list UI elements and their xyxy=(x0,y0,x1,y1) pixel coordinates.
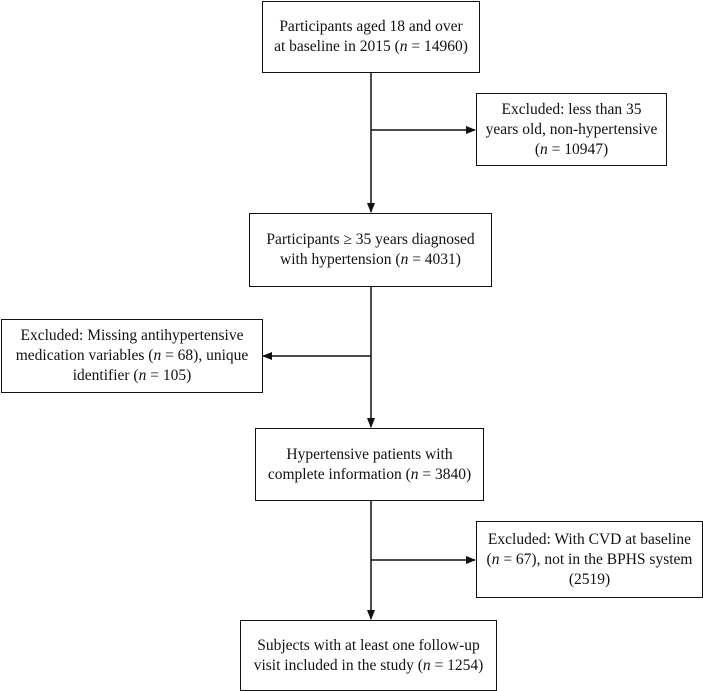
box-excluded-2: Excluded: Missing antihypertensive medica… xyxy=(1,319,263,393)
box-excluded-3: Excluded: With CVD at baseline (n = 67), … xyxy=(476,521,703,598)
box-complete-info-line: complete information (n = 3840) xyxy=(267,465,472,483)
box-excluded-1-line: Excluded: less than 35 xyxy=(501,100,642,118)
box-complete-info: Hypertensive patients with complete infor… xyxy=(255,428,484,501)
box-complete-info-line: Hypertensive patients with xyxy=(286,445,453,463)
box-final-line: visit included in the study (n = 1254) xyxy=(253,656,484,674)
box-excluded-1-line: years old, non-hypertensive xyxy=(485,120,658,138)
box-hypertension-line: with hypertension (n = 4031) xyxy=(280,251,461,268)
box-excluded-3-line: (2519) xyxy=(568,570,611,588)
box-hypertension: Participants ≥ 35 years diagnosed with hy… xyxy=(249,213,492,287)
box-excluded-3-line: Excluded: With CVD at baseline xyxy=(487,530,692,548)
box-excluded-2-line: Excluded: Missing antihypertensive xyxy=(20,327,244,344)
box-final: Subjects with at least one follow-up visi… xyxy=(240,620,497,691)
box-excluded-2-line: medication variables (n = 68), unique xyxy=(15,347,249,364)
box-excluded-2-line: identifier (n = 105) xyxy=(72,367,192,384)
box-baseline-line: at baseline in 2015 (n = 14960) xyxy=(274,38,468,55)
box-baseline-line: Participants aged 18 and over xyxy=(279,18,463,35)
box-excluded-1: Excluded: less than 35 years old, non-hyp… xyxy=(476,93,667,166)
box-baseline: Participants aged 18 and over at baseline… xyxy=(262,1,480,73)
box-final-line: Subjects with at least one follow-up xyxy=(257,636,480,654)
box-excluded-1-line: (n = 10947) xyxy=(534,140,609,158)
box-hypertension-line: Participants ≥ 35 years diagnosed xyxy=(266,231,475,248)
box-excluded-3-line: (n = 67), not in the BPHS system xyxy=(486,550,693,568)
